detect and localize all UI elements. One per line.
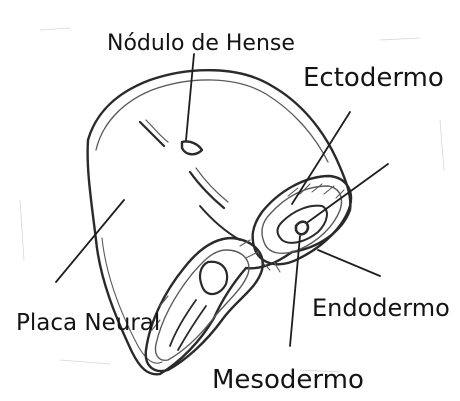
leader-nodulo: [186, 54, 194, 140]
leader-placa: [56, 200, 124, 282]
label-endodermo: Endodermo: [312, 294, 450, 322]
label-placa-neural: Placa Neural: [16, 310, 160, 336]
germ-layer-fold-lower: [146, 238, 263, 371]
label-mesodermo: Mesodermo: [212, 365, 364, 395]
label-nodulo-de-hense: Nódulo de Hense: [107, 31, 295, 56]
label-ectodermo: Ectodermo: [303, 63, 444, 93]
hensen-node-marks: [140, 120, 240, 240]
leader-endodermo: [318, 250, 380, 276]
leader-ectodermo: [292, 112, 350, 204]
